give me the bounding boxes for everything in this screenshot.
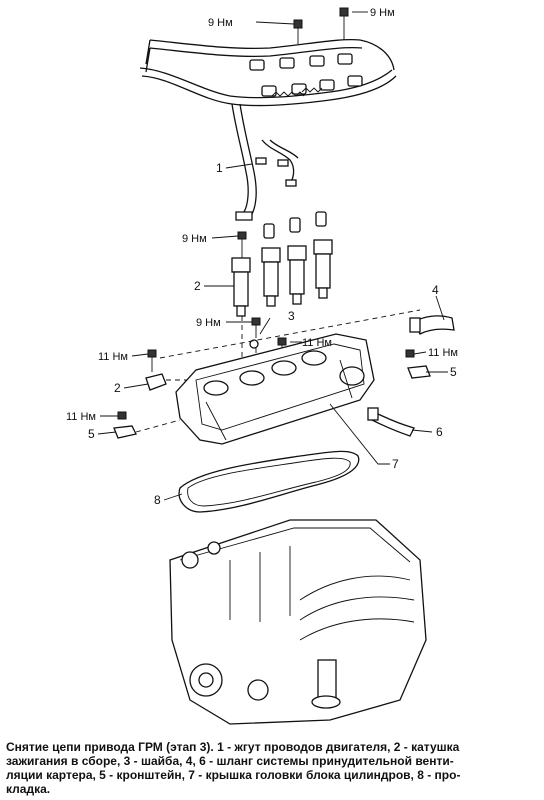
callout-number: 1 xyxy=(216,161,223,175)
figure-caption: Снятие цепи привода ГРМ (этап 3). 1 - жг… xyxy=(6,740,540,796)
callout-number: 8 xyxy=(154,493,161,507)
exploded-diagram: 9 Нм 9 Нм 9 Нм 9 Нм 11 Нм 11 Нм 11 Нм 11… xyxy=(66,7,458,725)
callout-number: 2 xyxy=(194,279,201,293)
callout-number: 4 xyxy=(432,283,439,297)
brackets xyxy=(113,309,431,439)
engine-block xyxy=(169,519,427,725)
torque-label: 9 Нм xyxy=(208,17,233,29)
ignition-coils xyxy=(231,211,333,317)
caption-line: кладка. xyxy=(6,782,51,796)
torque-label: 9 Нм xyxy=(370,7,395,19)
caption-line: Снятие цепи привода ГРМ (этап 3). 1 - жг… xyxy=(6,740,460,754)
caption-line: зажигания в сборе, 3 - шайба, 4, 6 - шла… xyxy=(6,754,454,768)
leader-lines xyxy=(97,11,448,501)
torque-label: 9 Нм xyxy=(182,233,207,245)
callout-number: 7 xyxy=(392,457,399,471)
caption-line: ляции картера, 5 - кронштейн, 7 - крышка… xyxy=(6,768,461,782)
callout-number: 6 xyxy=(436,425,443,439)
gasket xyxy=(178,450,360,513)
torque-label: 11 Нм xyxy=(98,351,128,363)
torque-label: 11 Нм xyxy=(66,411,96,423)
wire-harness xyxy=(139,7,397,221)
torque-label: 9 Нм xyxy=(196,317,221,329)
head-cover xyxy=(175,333,375,445)
torque-label: 11 Нм xyxy=(428,347,458,359)
torque-label: 11 Нм xyxy=(302,337,332,349)
pcv-hoses xyxy=(367,315,455,437)
callout-number: 3 xyxy=(288,309,295,323)
callout-number: 5 xyxy=(88,427,95,441)
callout-number: 2 xyxy=(114,381,121,395)
callout-number: 5 xyxy=(450,365,457,379)
